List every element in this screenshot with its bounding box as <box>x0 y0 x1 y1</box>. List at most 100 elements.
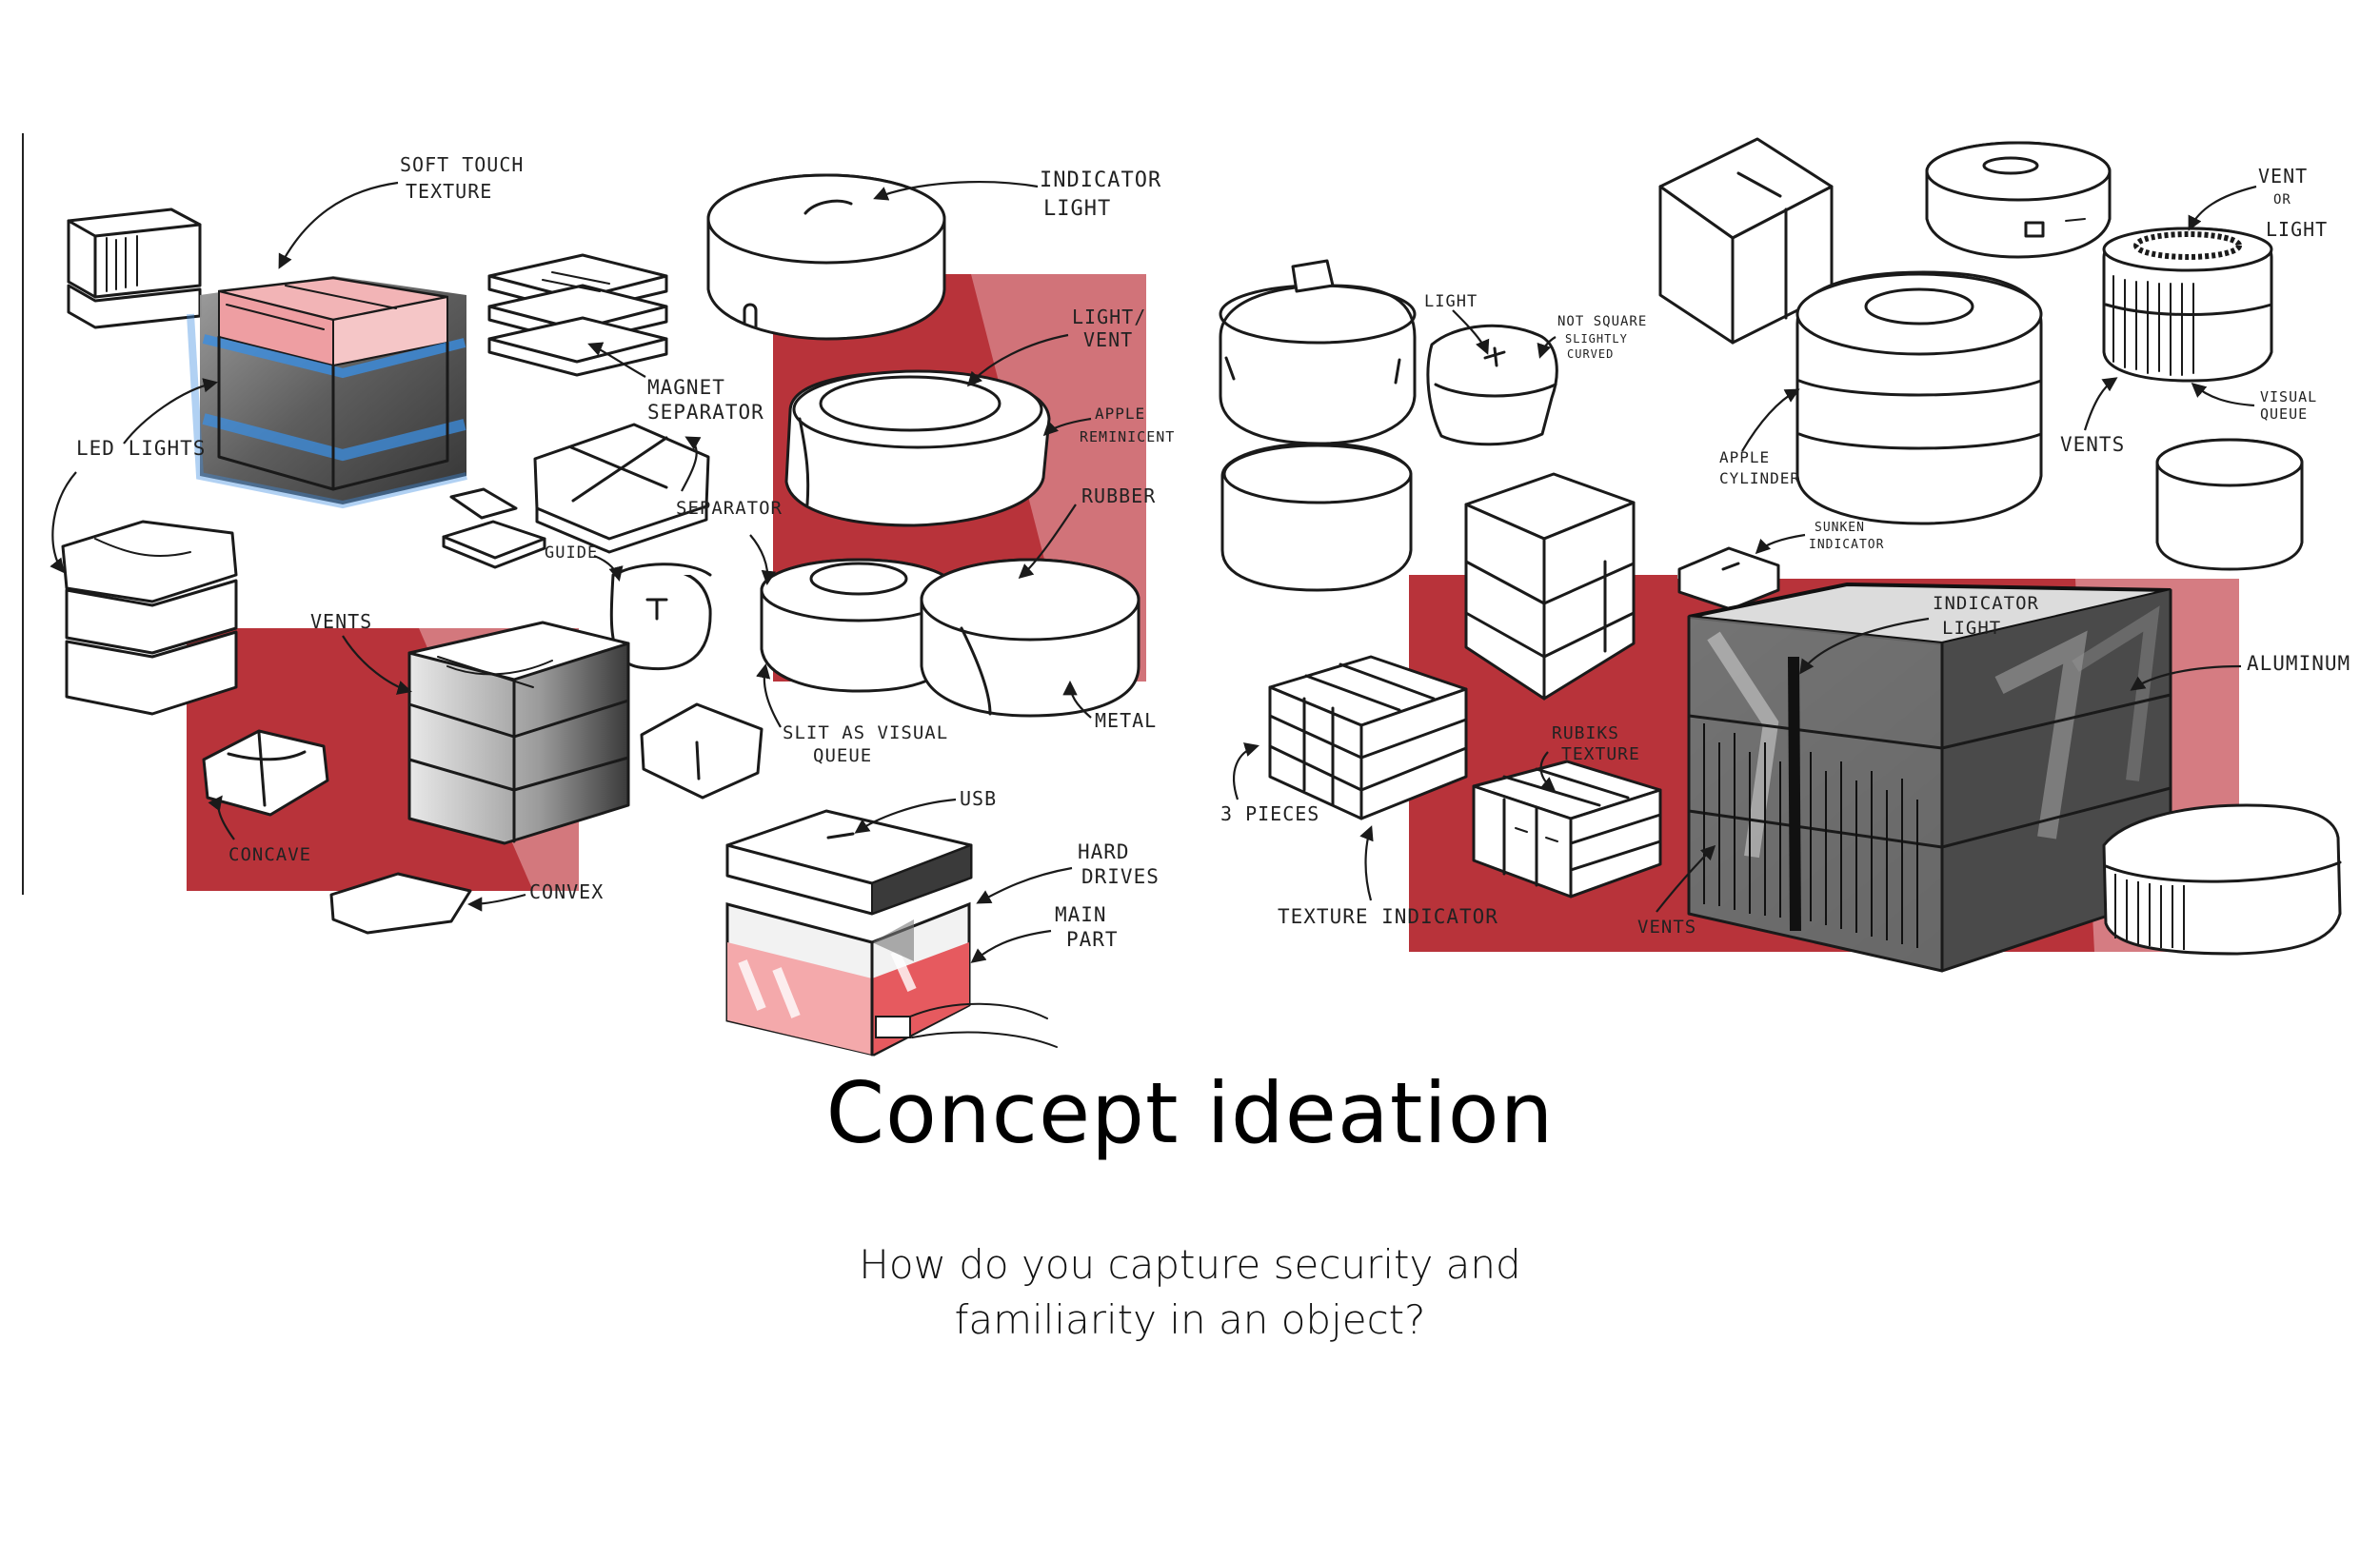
round-indicator-puck-sketch <box>706 173 946 341</box>
arrow-guide <box>593 554 624 582</box>
label-convex: CONVEX <box>529 880 604 903</box>
arrow-vents-bottom <box>1656 844 1716 913</box>
rounded-vented-box-sketch <box>2102 803 2342 956</box>
small-guide-pieces-sketch <box>442 487 712 671</box>
label-hard: HARD <box>1078 840 1130 863</box>
arrow-texture-indicator <box>1359 825 1374 901</box>
label-texture-indicator: TEXTURE INDICATOR <box>1278 905 1498 928</box>
not-square-curved-box-sketch <box>1426 324 1558 446</box>
arrow-led-lights <box>123 378 219 445</box>
hard-drive-annotations: USB HARD DRIVES MAIN PART <box>854 787 1160 963</box>
arrow-rubiks <box>1539 751 1557 792</box>
short-cylinder-sketch <box>2155 438 2304 571</box>
label-guide: GUIDE <box>545 543 598 563</box>
arrow-rubber <box>1018 504 1077 580</box>
page-title: Concept ideation <box>825 1064 1555 1162</box>
label-slit-1: SLIT AS VISUAL <box>783 722 948 743</box>
arrow-soft-touch <box>278 181 399 269</box>
gray-stacked-vented-box-render <box>407 621 630 845</box>
arrow-concave <box>208 795 235 840</box>
magnet-separator-cross-sketch <box>533 423 710 554</box>
two-tier-cylinder-sketch <box>1219 259 1417 592</box>
label-separator: SEPARATOR <box>647 401 764 424</box>
arrow-apple-cylinder <box>1741 388 1800 452</box>
arrow-apple <box>1042 417 1092 437</box>
label-texture: TEXTURE <box>406 180 492 203</box>
label-aluminum: ALUMINUM <box>2247 652 2350 675</box>
apple-cylinder-sketch <box>1795 270 2043 525</box>
arrow-vent-or-light <box>2188 185 2257 231</box>
label-vents-right: VENTS <box>2060 433 2125 456</box>
arrow-vents-right <box>2083 377 2118 431</box>
arrow-metal <box>1062 680 1092 719</box>
arrow-vents-left <box>342 635 412 695</box>
label-usb: USB <box>960 787 997 810</box>
arrow-slit <box>756 662 782 728</box>
label-main: MAIN <box>1055 903 1107 926</box>
label-drives: DRIVES <box>1081 865 1160 888</box>
label-rubber: RUBBER <box>1081 484 1156 507</box>
label-sunken: SUNKEN <box>1815 521 1865 535</box>
arrow-three-pieces <box>1233 742 1259 800</box>
arrow-not-square <box>1537 336 1557 359</box>
label-light-vent-1: LIGHT/ <box>1072 306 1146 328</box>
label-vents-bottom: VENTS <box>1637 917 1696 938</box>
arrow-usb <box>854 798 957 834</box>
hard-drive-box-sketch <box>725 809 1058 1057</box>
label-part: PART <box>1066 928 1119 951</box>
label-queue: QUEUE <box>2260 405 2308 423</box>
small-tray-sketch <box>640 702 764 800</box>
label-indicator: INDICATOR <box>1040 168 1161 192</box>
arrow-hard-drives <box>976 866 1073 904</box>
label-concave: CONCAVE <box>228 844 311 865</box>
sunken-indicator-tray-sketch <box>1677 546 1780 611</box>
convex-plate-sketch <box>329 872 472 935</box>
label-slit-2: QUEUE <box>813 745 872 766</box>
label-vents-left: VENTS <box>310 610 372 633</box>
vented-cylinder-sketch <box>2102 227 2273 383</box>
left-cluster-annotations: SOFT TOUCH TEXTURE LED LIGHTS MAGNET SEP… <box>50 153 783 912</box>
rubiks-texture-cube-sketch <box>1472 760 1662 899</box>
arrow-indicator <box>873 181 1039 201</box>
label-magnet: MAGNET <box>647 376 725 399</box>
label-visual: VISUAL <box>2260 388 2317 405</box>
label-vent-or-light-2: OR <box>2273 192 2291 207</box>
label-slightly: SLIGHTLY <box>1565 332 1628 346</box>
arrow-light-vent <box>966 333 1069 387</box>
label-light-big: LIGHT <box>1942 618 2001 639</box>
arrow-main-part <box>970 929 1052 963</box>
label-metal: METAL <box>1095 709 1157 732</box>
arrow-aluminum <box>2130 664 2242 691</box>
label-not-square: NOT SQUARE <box>1557 314 1647 329</box>
guide-square-sketch <box>613 563 712 577</box>
label-light: LIGHT <box>1043 197 1111 221</box>
arrow-separator-2 <box>681 436 702 492</box>
label-sunken-indicator: INDICATOR <box>1809 538 1884 552</box>
label-rubiks: RUBIKS <box>1552 723 1619 743</box>
arrow-separator-puck <box>749 534 777 586</box>
arrow-visual-queue <box>2191 382 2255 407</box>
label-apple-cyl-1: APPLE <box>1719 448 1770 466</box>
label-light-small: LIGHT <box>1424 292 1478 311</box>
aluminum-box-render <box>1687 582 2172 973</box>
label-apple-cyl-2: CYLINDER <box>1719 469 1800 487</box>
three-layer-cube-sketch <box>1464 472 1636 701</box>
concave-box-sketch <box>202 729 329 817</box>
arrow-sunken <box>1755 533 1806 555</box>
label-led-lights: LED LIGHTS <box>76 437 206 460</box>
arrow-indicator-big <box>1799 617 1930 675</box>
apple-reminiscent-vent-sketch <box>784 369 1051 527</box>
rubber-metal-puck-pair-sketch <box>760 558 1140 718</box>
arrow-led-lights-2 <box>50 471 77 574</box>
three-layer-white-box-sketch <box>61 520 238 716</box>
label-apple: APPLE <box>1095 405 1145 423</box>
label-soft-touch: SOFT TOUCH <box>400 153 524 176</box>
label-separator-2: SEPARATOR <box>676 498 783 519</box>
label-light-vent-2: VENT <box>1083 328 1133 351</box>
vent-or-light-puck-sketch <box>1925 141 2112 259</box>
label-vent-or-light-3: LIGHT <box>2266 218 2328 241</box>
label-curved: CURVED <box>1567 347 1614 361</box>
small-stacked-box-sketch <box>67 207 202 329</box>
label-rubiks-texture: TEXTURE <box>1561 744 1640 764</box>
